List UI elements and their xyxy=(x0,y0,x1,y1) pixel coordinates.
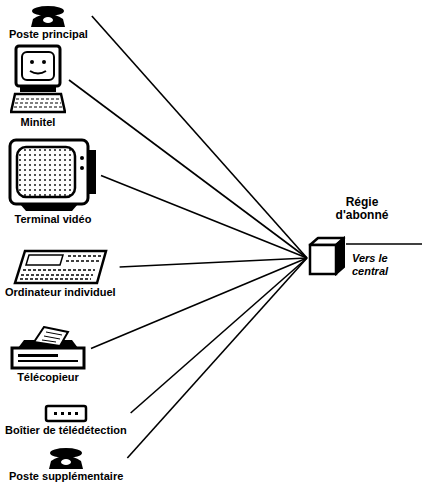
connection-line xyxy=(101,176,307,259)
device-label: Poste principal xyxy=(8,28,89,40)
device-label: Télécopieur xyxy=(16,371,80,383)
connection-line xyxy=(120,258,307,267)
exchange-line xyxy=(346,243,422,245)
video-terminal-icon xyxy=(8,138,98,213)
subscriber-box-icon xyxy=(308,236,346,276)
computer-icon xyxy=(13,248,108,286)
connection-line xyxy=(91,258,307,349)
connection-line xyxy=(92,16,307,258)
connection-line xyxy=(127,258,307,458)
phone-icon xyxy=(30,4,66,28)
fax-icon xyxy=(8,326,88,371)
terminal-device: Boîtier de télédétection xyxy=(4,402,128,436)
device-label: Minitel xyxy=(20,116,57,128)
device-label: Poste supplémentaire xyxy=(8,470,124,482)
terminal-device: Poste principal xyxy=(8,4,89,40)
terminal-device: Poste supplémentaire xyxy=(8,446,124,482)
connection-line xyxy=(131,258,307,413)
detector-box-icon xyxy=(44,402,88,424)
connection-line xyxy=(69,80,307,258)
line-label: Vers le central xyxy=(352,252,418,278)
terminal-device: Ordinateur individuel xyxy=(4,248,117,298)
device-label: Régie d'abonné xyxy=(330,196,394,222)
phone-icon xyxy=(48,446,84,470)
device-label: Boîtier de télédétection xyxy=(4,424,128,436)
device-label: Terminal vidéo xyxy=(14,213,93,225)
terminal-device: Terminal vidéo xyxy=(8,138,98,225)
device-label: Ordinateur individuel xyxy=(4,286,117,298)
minitel-icon xyxy=(10,44,66,116)
terminal-device: Télécopieur xyxy=(8,326,88,383)
terminal-device: Minitel xyxy=(10,44,66,128)
